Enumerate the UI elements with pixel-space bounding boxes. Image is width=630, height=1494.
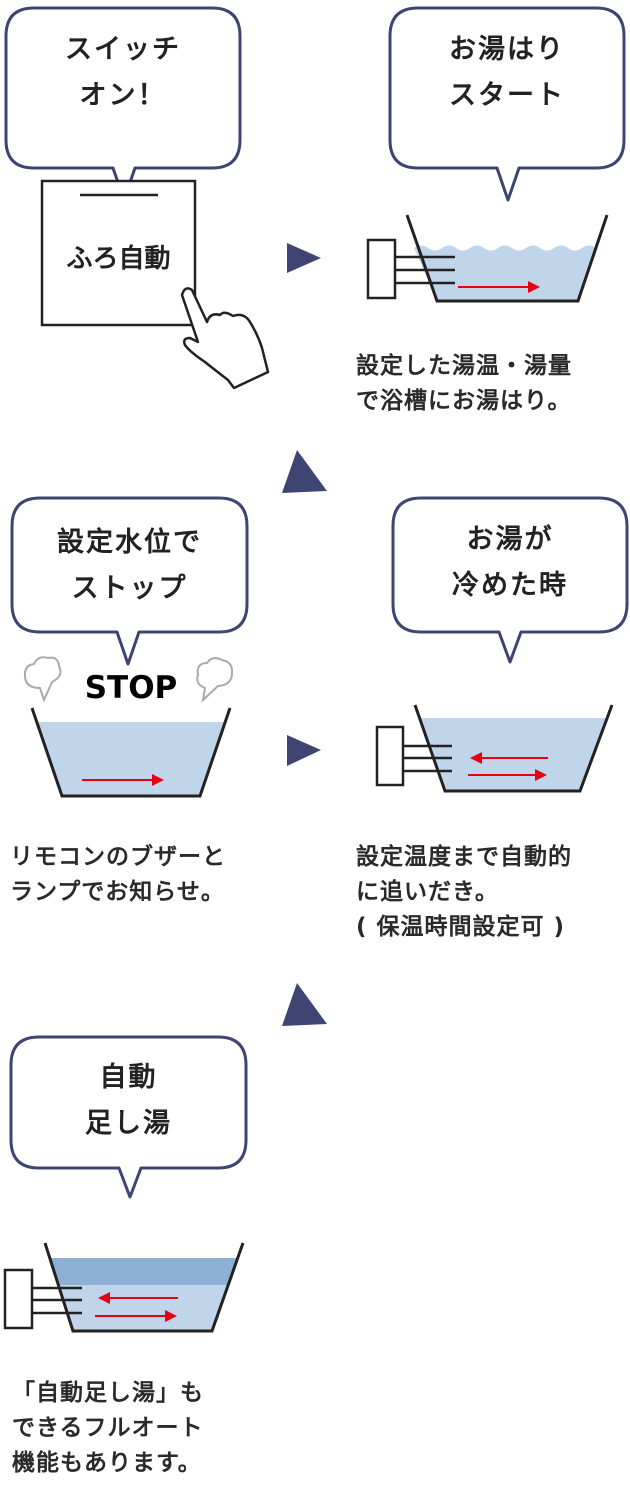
speech-bubble-5 xyxy=(9,1035,248,1199)
bubble-3-text: 設定水位でストップ xyxy=(57,527,202,604)
bathtub-auto-topup xyxy=(3,1242,245,1333)
bubble-2-text: お湯はりスタート xyxy=(449,34,565,111)
step-5-description: 「自動足し湯」もできるフルオート機能もあります。 xyxy=(12,1380,204,1476)
flow-arrow-right-icon xyxy=(287,243,321,273)
stop-label: STOP xyxy=(84,670,178,706)
step-2-description: 設定した湯温・湯量で浴槽にお湯はり。 xyxy=(356,353,572,414)
step-4-description: 設定温度まで自動的に追いだき。( 保温時間設定可 ) xyxy=(356,844,572,940)
flow-arrow-down-left-icon xyxy=(282,450,327,493)
speech-bubble-4 xyxy=(391,496,629,664)
step-3-description: リモコンのブザーとランプでお知らせ。 xyxy=(10,844,226,905)
bubble-4-text: お湯が冷めた時 xyxy=(452,524,568,601)
flow-arrow-down-left-icon xyxy=(282,983,327,1026)
remote-button-label: ふろ自動 xyxy=(66,244,171,274)
speech-bubble-2 xyxy=(388,6,626,202)
bathtub-full xyxy=(30,707,232,798)
remote-control-icon xyxy=(40,179,197,327)
bathtub-filling xyxy=(366,214,609,303)
pointing-hand-icon xyxy=(180,287,270,390)
bubble-5-text: 自動足し湯 xyxy=(85,1062,172,1139)
bathtub-reheating xyxy=(375,704,614,793)
flow-arrow-right-icon xyxy=(287,735,321,766)
speech-bubble-3 xyxy=(10,496,249,666)
bubble-1-text: スイッチオン！ xyxy=(65,34,181,111)
steam-icon xyxy=(23,656,234,703)
